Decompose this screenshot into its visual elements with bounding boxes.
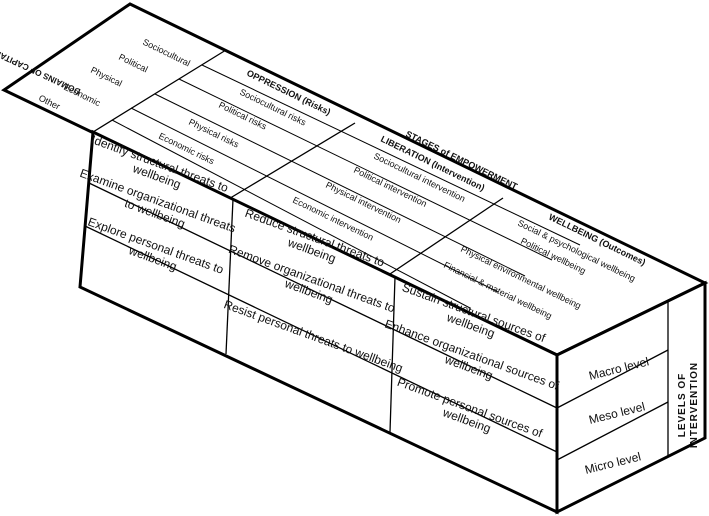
- side-row-divider-2: [556, 401, 669, 461]
- front-row-divider-1: [88, 182, 558, 409]
- side-face: [555, 280, 707, 515]
- top-face: [1, 2, 709, 357]
- top-row-divider-4: [130, 107, 499, 293]
- top-row-divider-3: [154, 93, 526, 277]
- top-row-divider-2: [178, 78, 553, 261]
- top-row-divider-5: [111, 119, 471, 309]
- side-row-divider-1: [556, 349, 669, 409]
- front-column-divider-2: [389, 276, 396, 433]
- levels-title-line1: LEVELS OF: [677, 373, 688, 438]
- front-column-divider-1: [225, 198, 234, 355]
- front-row-divider-2: [84, 225, 558, 453]
- top-row-divider-1: [201, 64, 581, 246]
- levels-title-line2: INTERVENTION: [689, 362, 700, 448]
- domain-column-divider: [92, 49, 227, 133]
